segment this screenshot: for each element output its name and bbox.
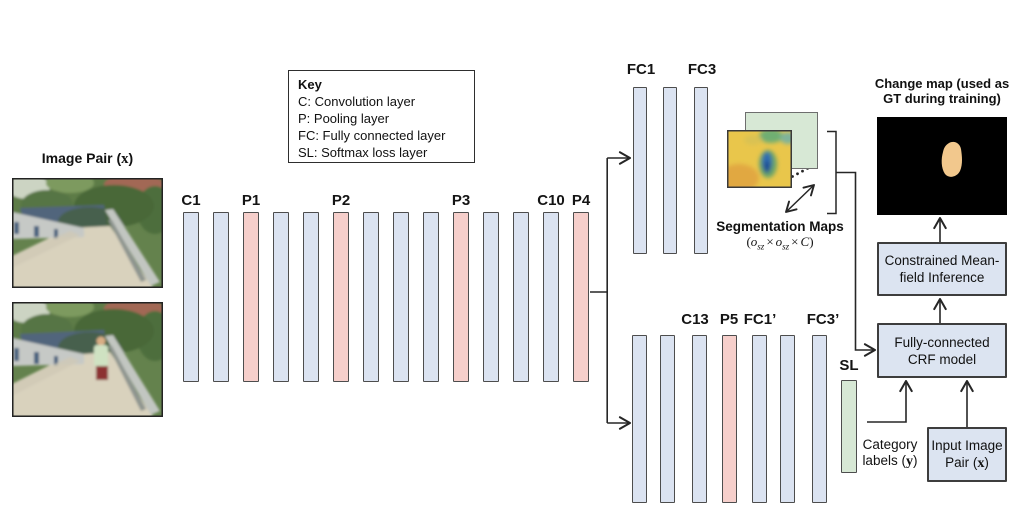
change-map-title: Change map (used as GT during training) (874, 76, 1010, 106)
depth-double-arrow (785, 184, 815, 213)
person-figure (94, 336, 108, 380)
layer-bar-fc1-prime (752, 335, 767, 503)
label-p4: P4 (571, 192, 591, 209)
image-pair-label-text: Image Pair ( (41, 150, 122, 166)
label-c10: C10 (537, 192, 565, 209)
label-c13: C13 (681, 311, 709, 328)
layer-bar-fc3 (694, 87, 708, 254)
layer-bar-p3 (453, 212, 469, 382)
label-fc1-prime: FC1’ (743, 311, 777, 328)
inference-box: Constrained Mean- field Inference (877, 242, 1007, 296)
change-map-image (877, 117, 1007, 215)
layer-bar-conv (303, 212, 319, 382)
layer-bar-conv (393, 212, 409, 382)
change-blob (941, 141, 962, 177)
label-fc3-prime: FC3’ (806, 311, 840, 328)
segmentation-to-crf-line (836, 171, 877, 357)
layer-bar-conv (423, 212, 439, 382)
category-y-var: y (905, 453, 914, 469)
label-fc3: FC3 (687, 61, 717, 78)
layer-bar-c10 (543, 212, 559, 382)
label-fc1: FC1 (626, 61, 656, 78)
label-p3: P3 (451, 192, 471, 209)
key-item-convolution: C: Convolution layer (298, 94, 416, 109)
segmentation-map-front (727, 130, 792, 188)
label-p2: P2 (331, 192, 351, 209)
photo-after (12, 302, 163, 417)
layer-bar-c1 (183, 212, 199, 382)
image-pair-label: Image Pair (x) (41, 150, 134, 167)
layer-bar-conv-b1 (632, 335, 647, 503)
layer-bar-fc1 (633, 87, 647, 254)
layer-bar-fc2-prime (780, 335, 795, 503)
key-item-softmax: SL: Softmax loss layer (298, 145, 428, 160)
layer-bar-p1 (243, 212, 259, 382)
layer-bar-p5 (722, 335, 737, 503)
image-pair-x-var: x (121, 151, 129, 167)
layer-bar-conv (213, 212, 229, 382)
label-sl: SL (839, 357, 859, 374)
input-image-pair-box: Input Image Pair (x) (927, 427, 1007, 482)
segmentation-maps-title: Segmentation Maps (716, 219, 844, 234)
key-title: Key (298, 77, 322, 92)
layer-bar-conv (513, 212, 529, 382)
key-item-fully-connected: FC: Fully connected layer (298, 128, 446, 143)
input-x-var: x (977, 455, 985, 471)
layer-bar-conv (363, 212, 379, 382)
layer-bar-conv (273, 212, 289, 382)
layer-bar-softmax-loss (841, 380, 857, 473)
photo-before (12, 178, 163, 288)
layer-bar-p4 (573, 212, 589, 382)
segmentation-maps-dims: (osz×osz×C) (746, 234, 814, 252)
layer-bar-c13 (692, 335, 707, 503)
layer-bar-conv (483, 212, 499, 382)
key-item-pooling: P: Pooling layer (298, 111, 390, 126)
legend-key-box: Key C: Convolution layer P: Pooling laye… (288, 70, 475, 163)
crf-model-box: Fully-connected CRF model (877, 323, 1007, 378)
arrow-category-to-crf (867, 379, 913, 423)
label-c1: C1 (181, 192, 201, 209)
layer-bar-fc2 (663, 87, 677, 254)
layer-bar-p2 (333, 212, 349, 382)
layer-bar-conv-b2 (660, 335, 675, 503)
layer-bar-fc3-prime (812, 335, 827, 503)
category-labels-caption: Category labels (y) (862, 437, 918, 469)
label-p5: P5 (719, 311, 739, 328)
segmentation-bracket (827, 130, 837, 215)
label-p1: P1 (241, 192, 261, 209)
